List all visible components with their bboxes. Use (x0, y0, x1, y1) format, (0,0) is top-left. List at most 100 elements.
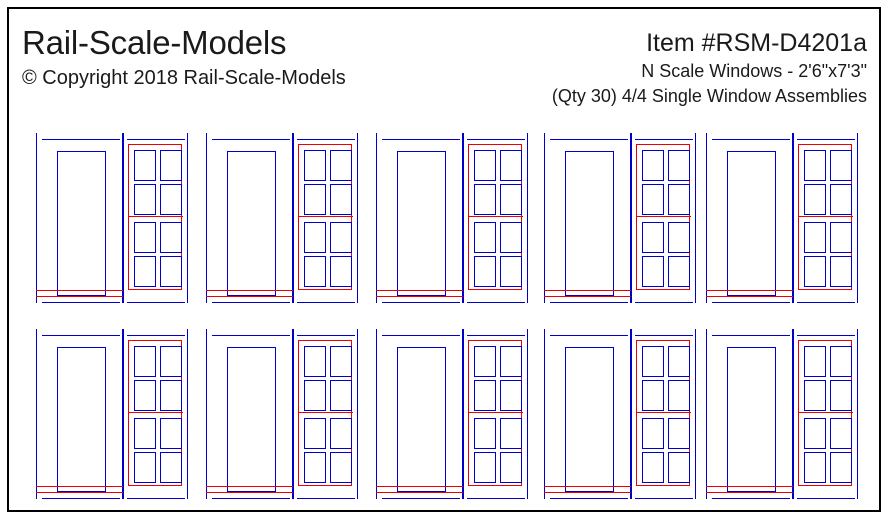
window-frame-part (204, 130, 294, 308)
sash-right-rail (357, 329, 358, 499)
sash-head-rail (297, 335, 355, 336)
sash-pane (668, 418, 690, 449)
sash-right-rail (695, 329, 696, 499)
frame-opening (397, 151, 446, 296)
sash-pane (330, 256, 352, 287)
sash-meeting-rail (798, 216, 853, 217)
frame-sill-score-bottom (544, 296, 631, 297)
item-quantity: (Qty 30) 4/4 Single Window Assemblies (551, 86, 867, 106)
sash-pane (474, 222, 496, 253)
frame-head-rail (550, 139, 628, 140)
sash-pane (830, 222, 852, 253)
sash-foot-rail (467, 302, 525, 303)
sash-right-rail (187, 329, 188, 499)
window-assembly (200, 130, 360, 308)
frame-head-rail (42, 139, 120, 140)
sash-pane (330, 222, 352, 253)
frame-opening (565, 347, 614, 492)
sash-pane (500, 346, 522, 377)
sash-left-rail (293, 133, 294, 303)
sash-outer-frame (468, 340, 522, 486)
frame-foot-rail (550, 498, 628, 499)
window-sash-part (630, 326, 698, 504)
window-frame-part (704, 130, 794, 308)
sash-pane (642, 222, 664, 253)
window-assembly (30, 326, 190, 504)
sash-pane (642, 418, 664, 449)
item-spec: N Scale Windows - 2'6"x7'3" (641, 61, 867, 81)
sash-pane (474, 346, 496, 377)
window-assembly (30, 130, 190, 308)
sheet-header: Rail-Scale-Models © Copyright 2018 Rail-… (0, 0, 889, 128)
frame-sill-score-bottom (706, 492, 793, 493)
frame-left-rail (706, 329, 707, 499)
sash-head-rail (127, 139, 185, 140)
sash-pane (160, 222, 182, 253)
window-sash-part (122, 326, 190, 504)
sash-foot-rail (797, 498, 855, 499)
sash-pane (668, 222, 690, 253)
frame-foot-rail (382, 498, 460, 499)
sash-pane (330, 452, 352, 483)
frame-opening (727, 151, 776, 296)
sash-pane (804, 452, 826, 483)
sash-foot-rail (797, 302, 855, 303)
window-assembly (538, 326, 698, 504)
sash-pane (330, 380, 352, 411)
sash-pane (474, 150, 496, 181)
frame-right-rail (792, 133, 793, 303)
sash-foot-rail (127, 498, 185, 499)
frame-left-rail (36, 133, 37, 303)
frame-head-rail (550, 335, 628, 336)
sash-pane (804, 418, 826, 449)
sash-pane (804, 380, 826, 411)
frame-right-rail (462, 329, 463, 499)
window-frame-part (542, 326, 632, 504)
sash-meeting-rail (468, 412, 523, 413)
frame-sill-score-top (376, 290, 463, 291)
sash-pane (830, 418, 852, 449)
sash-outer-frame (128, 144, 182, 290)
sash-right-rail (357, 133, 358, 303)
frame-foot-rail (382, 302, 460, 303)
sash-foot-rail (127, 302, 185, 303)
frame-foot-rail (712, 498, 790, 499)
sash-meeting-rail (298, 216, 353, 217)
frame-right-rail (630, 329, 631, 499)
frame-sill-score-top (706, 486, 793, 487)
sash-pane (160, 150, 182, 181)
sash-outer-frame (468, 144, 522, 290)
sash-pane (642, 380, 664, 411)
frame-sill-score-bottom (36, 492, 123, 493)
window-sash-part (462, 130, 530, 308)
sash-meeting-rail (298, 412, 353, 413)
frame-right-rail (122, 133, 123, 303)
sash-pane (330, 418, 352, 449)
window-frame-part (34, 130, 124, 308)
sash-pane (304, 184, 326, 215)
sash-right-rail (857, 329, 858, 499)
frame-foot-rail (42, 302, 120, 303)
sash-meeting-rail (636, 412, 691, 413)
sash-left-rail (123, 133, 124, 303)
frame-foot-rail (212, 498, 290, 499)
frame-head-rail (382, 335, 460, 336)
sash-pane (804, 150, 826, 181)
sash-right-rail (527, 329, 528, 499)
frame-right-rail (630, 133, 631, 303)
window-frame-part (204, 326, 294, 504)
sash-pane (134, 346, 156, 377)
sash-pane (330, 150, 352, 181)
sash-right-rail (187, 133, 188, 303)
frame-head-rail (712, 139, 790, 140)
frame-sill-score-top (376, 486, 463, 487)
sash-pane (830, 256, 852, 287)
frame-foot-rail (212, 302, 290, 303)
window-frame-part (542, 130, 632, 308)
item-info-block: Item #RSM-D4201a N Scale Windows - 2'6"x… (552, 28, 867, 108)
sash-pane (160, 418, 182, 449)
sash-pane (134, 184, 156, 215)
sash-pane (642, 346, 664, 377)
sash-pane (304, 256, 326, 287)
